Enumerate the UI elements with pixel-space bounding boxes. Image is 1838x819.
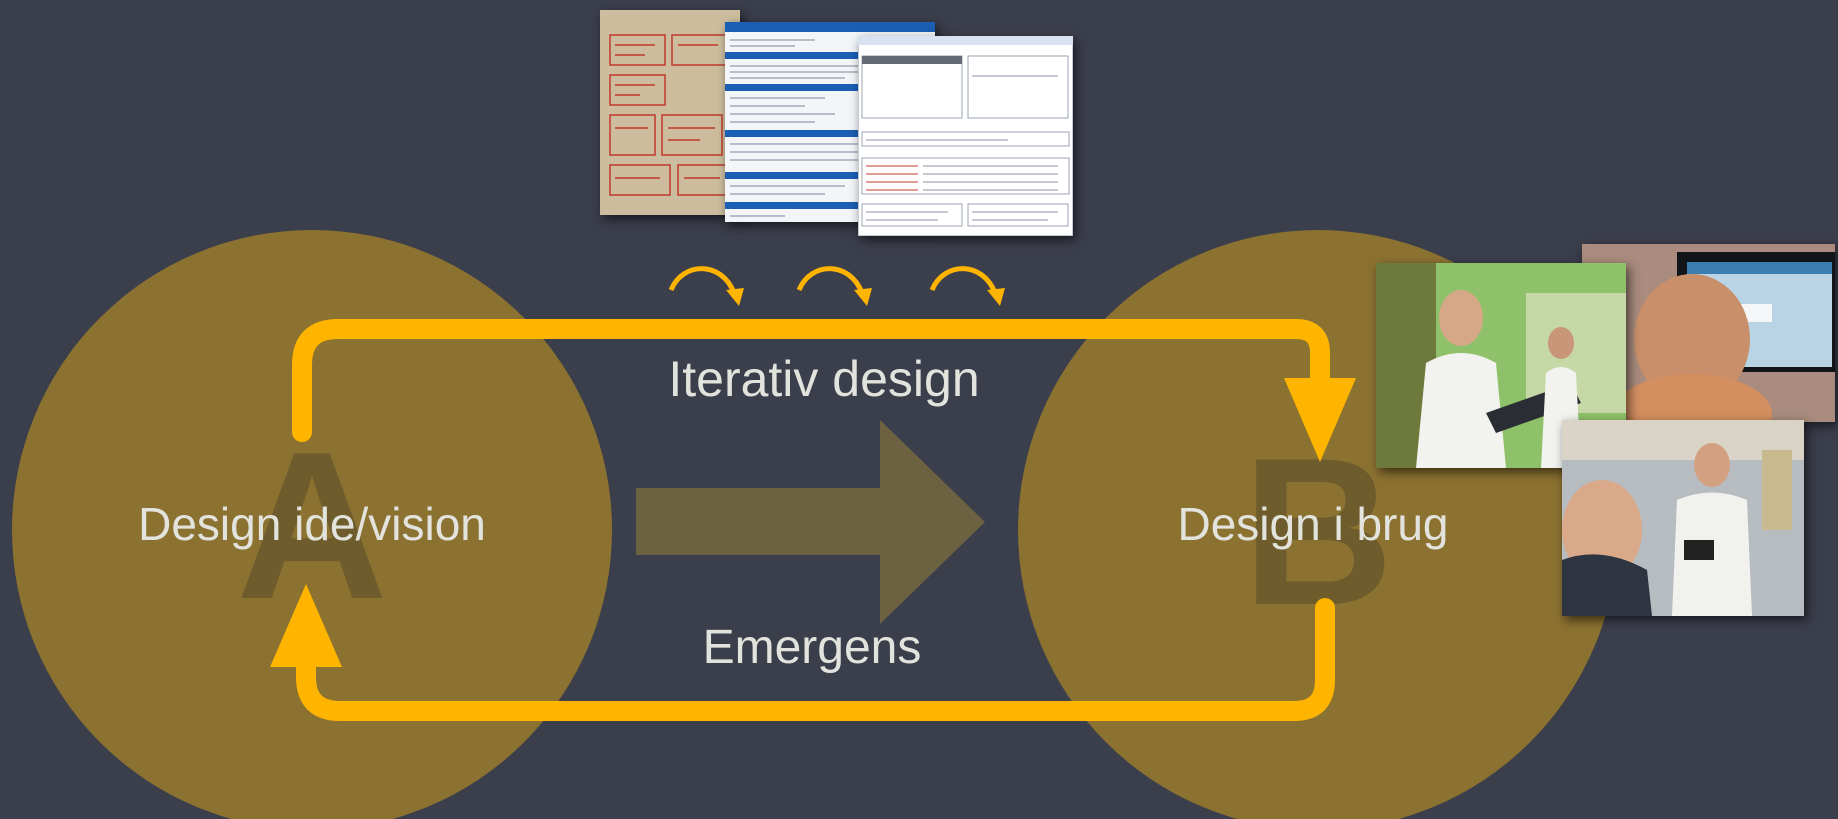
bottom-loop-arrowhead <box>270 584 342 667</box>
label-design-in-use: Design i brug <box>1177 498 1448 550</box>
arc-arrow-icon <box>668 266 744 306</box>
label-design-vision: Design ide/vision <box>138 498 486 550</box>
label-emergence: Emergens <box>703 621 922 674</box>
label-iterative-design: Iterativ design <box>668 351 979 407</box>
top-loop-path <box>292 319 1330 442</box>
top-loop-arrowhead <box>1284 378 1356 462</box>
center-arrow <box>636 420 985 624</box>
ui-dialog-screenshot <box>858 36 1073 236</box>
nurses-with-device-photo <box>1562 420 1804 616</box>
arc-arrow-icon <box>796 266 872 306</box>
sketch-paper-photo <box>600 10 740 215</box>
bottom-loop-path <box>296 598 1335 721</box>
arc-arrow-icon <box>929 266 1005 306</box>
circle-a <box>12 230 612 819</box>
